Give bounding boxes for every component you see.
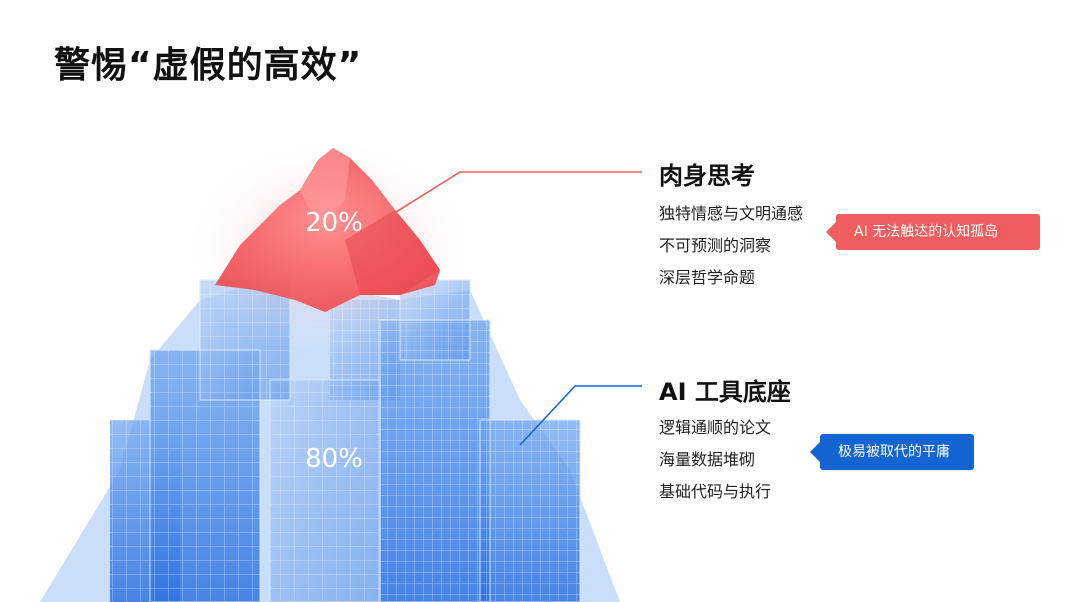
top-badge: AI 无法触达的认知孤岛 <box>836 214 1040 250</box>
badge-pointer <box>826 222 836 242</box>
top-heading: 肉身思考 <box>659 162 755 190</box>
bottom-heading: AI 工具底座 <box>659 378 791 406</box>
list-item: 海量数据堆砌 <box>659 450 756 469</box>
list-item: 逻辑通顺的论文 <box>659 418 772 437</box>
list-item: 基础代码与执行 <box>659 482 772 501</box>
connector-bottom <box>519 385 642 446</box>
bottom-percentage: 80% <box>305 444 363 474</box>
page-title: 警惕“虚假的高效” <box>54 45 363 86</box>
top-list: 独特情感与文明通感 不可预测的洞察 深层哲学命题 <box>659 198 803 294</box>
list-item: 独特情感与文明通感 <box>659 204 804 223</box>
list-item: 深层哲学命题 <box>659 268 756 287</box>
top-percentage: 20% <box>305 208 363 238</box>
bottom-list: 逻辑通顺的论文 海量数据堆砌 基础代码与执行 <box>659 412 771 508</box>
list-item: 不可预测的洞察 <box>659 236 772 255</box>
bottom-badge: 极易被取代的平庸 <box>820 434 974 470</box>
badge-pointer <box>810 442 820 462</box>
connector-top <box>379 171 642 223</box>
